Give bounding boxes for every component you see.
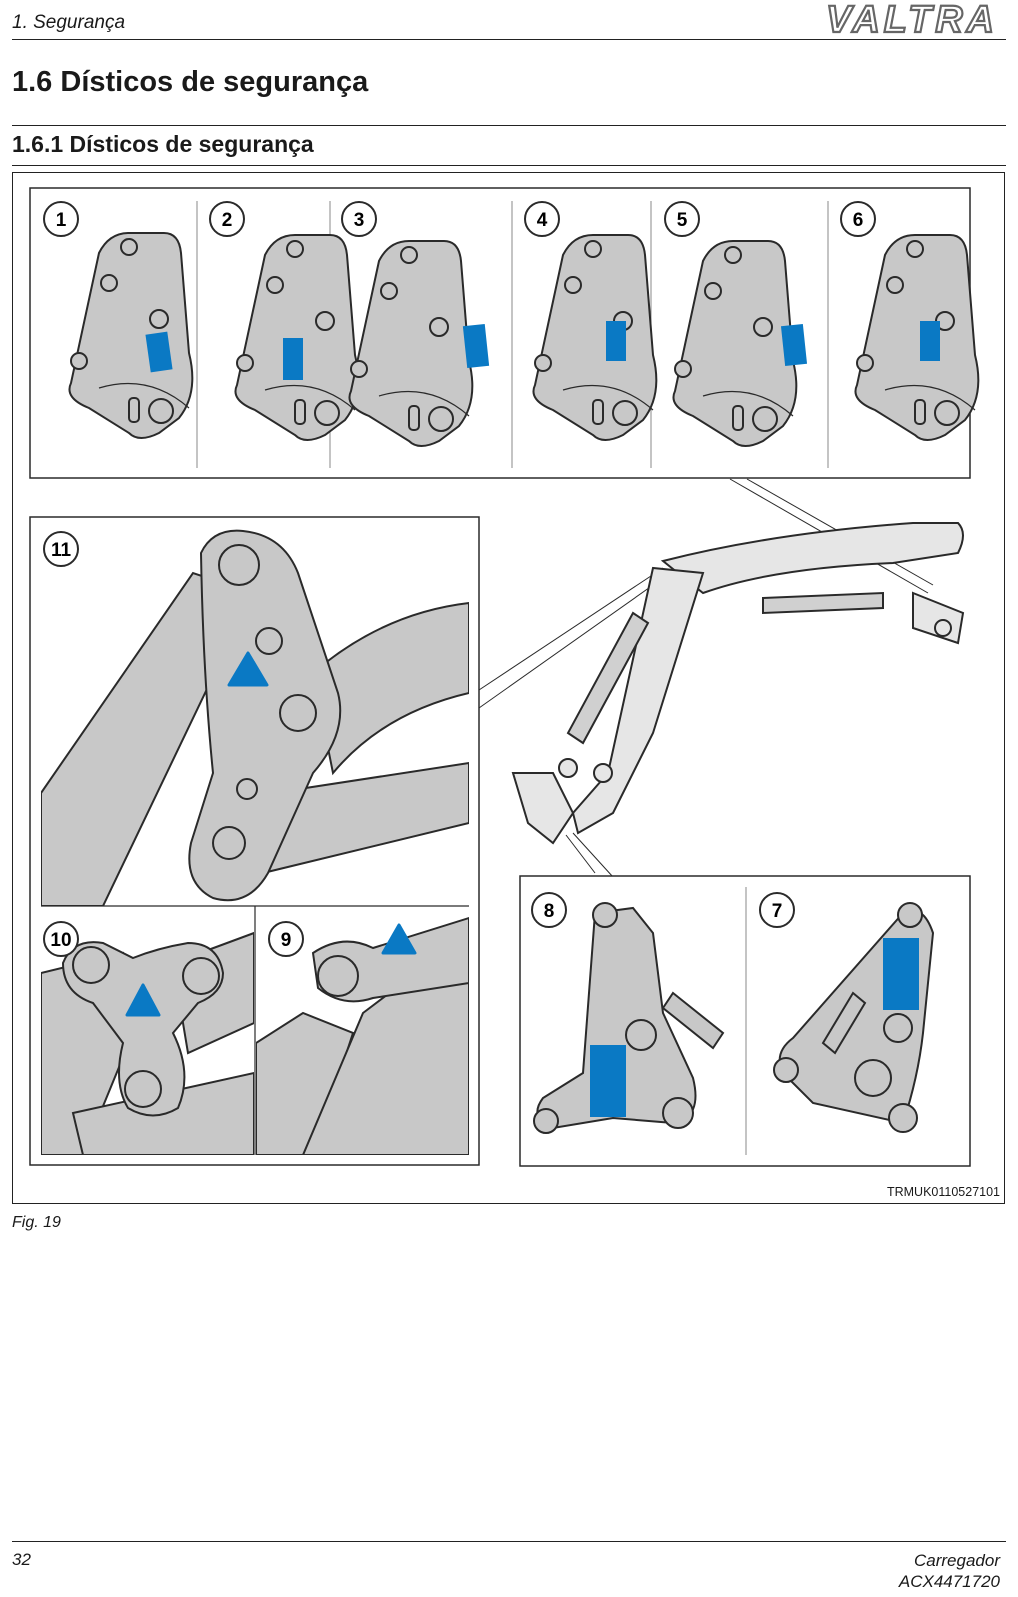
subheading-rule: [12, 165, 1006, 166]
header-rule: [12, 39, 1006, 40]
subsection-heading: 1.6.1 Dísticos de segurança: [12, 131, 314, 157]
svg-text:4: 4: [537, 210, 548, 231]
callout-5: 5: [664, 201, 700, 237]
svg-text:3: 3: [354, 210, 365, 231]
callout-4: 4: [524, 201, 560, 237]
callout-3: 3: [341, 201, 377, 237]
logo-text: VALTRA: [826, 0, 994, 40]
callout-2: 2: [209, 201, 245, 237]
svg-text:9: 9: [281, 930, 292, 951]
valtra-logo: VALTRA: [825, 0, 996, 45]
figure-code: TRMUK0110527101: [886, 1185, 1000, 1199]
svg-text:10: 10: [50, 930, 71, 951]
footer-title-block: Carregador ACX4471720: [899, 1550, 1000, 1592]
figure-caption: Fig. 19: [12, 1214, 61, 1231]
heading-rule: [12, 125, 1006, 126]
footer-rule: [12, 1541, 1006, 1542]
svg-text:2: 2: [222, 210, 233, 231]
svg-text:7: 7: [772, 901, 783, 922]
section-heading: 1.6 Dísticos de segurança: [12, 66, 369, 98]
safety-decals-illustration: 1 2 3 4 5 6 7 8 9 10 11: [29, 187, 980, 1167]
callout-1: 1: [43, 201, 79, 237]
svg-text:5: 5: [677, 210, 688, 231]
svg-text:1: 1: [56, 210, 67, 231]
svg-text:8: 8: [544, 901, 555, 922]
callouts: 1 2 3 4 5 6 7 8 9 10 11: [43, 201, 876, 957]
svg-text:11: 11: [51, 540, 72, 561]
callout-8: 8: [531, 892, 567, 928]
svg-text:6: 6: [853, 210, 864, 231]
callout-6: 6: [840, 201, 876, 237]
callout-10: 10: [43, 921, 79, 957]
footer-title: Carregador: [914, 1551, 1000, 1570]
footer-doc-id: ACX4471720: [898, 1572, 1000, 1591]
callout-11: 11: [43, 531, 79, 567]
page-number: 32: [12, 1550, 31, 1569]
callout-7: 7: [759, 892, 795, 928]
header-section: 1. Segurança: [12, 12, 126, 33]
callout-9: 9: [268, 921, 304, 957]
figure-frame: 1 2 3 4 5 6 7 8 9 10 11 TRMUK0110527101: [12, 172, 1005, 1204]
